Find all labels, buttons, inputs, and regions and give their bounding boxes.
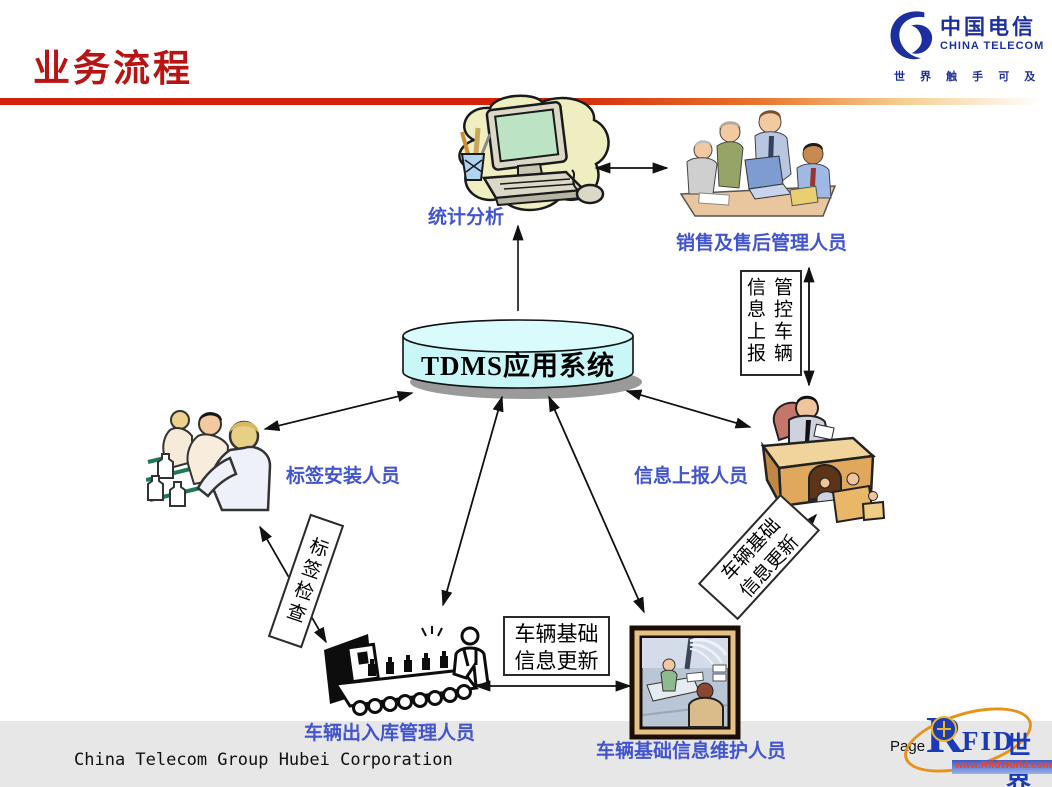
tag-check-text: 标签检查: [280, 533, 331, 628]
label-stats: 统计分析: [428, 207, 505, 228]
tdms-system-cylinder: TDMS应用系统: [393, 314, 643, 406]
flow-box-control-report: 管控车辆 信息上报: [740, 270, 802, 376]
rfid-globe-icon: [931, 716, 957, 742]
logo-name-cn: 中国电信: [940, 16, 1036, 39]
label-sales: 销售及售后管理人员: [676, 233, 848, 254]
rfid-url-bar: [952, 760, 1052, 774]
rfid-logo-fid: FID: [962, 726, 1015, 756]
rfid-logo-world: 世界网: [1006, 732, 1032, 787]
label-info-report: 信息上报人员: [634, 466, 749, 487]
maintenance-picture-clipart: [629, 625, 741, 740]
computer-clipart: [458, 94, 610, 212]
sales-team-clipart: [679, 110, 837, 217]
tdms-system-label: TDMS应用系统: [420, 351, 615, 381]
label-maintenance: 车辆基础信息维护人员: [596, 741, 787, 762]
rfid-url-text: www.RfidWorld.com.cn: [955, 760, 1052, 771]
logo-name-en: CHINA TELECOM: [940, 40, 1045, 52]
update-center-line2: 信息更新: [514, 649, 599, 673]
tag-installers-clipart: [146, 410, 272, 512]
control-box-col-right: 管控车辆: [771, 277, 792, 365]
label-tag-install: 标签安装人员: [286, 466, 401, 487]
china-telecom-swirl-icon: [890, 11, 933, 60]
logo-slogan: 世 界 触 手 可 及: [894, 71, 1042, 83]
page-title: 业务流程: [33, 48, 193, 89]
desk-manager-clipart: [760, 395, 885, 524]
label-warehouse: 车辆出入库管理人员: [304, 723, 476, 744]
rfid-world-logo: R FID 世界网 www.RfidWorld.com.cn: [896, 694, 1052, 787]
control-box-col-left: 信息上报: [744, 277, 765, 365]
flow-box-update-center: 车辆基础 信息更新: [503, 616, 610, 676]
footer-band: [0, 721, 1052, 787]
update-center-line1: 车辆基础: [514, 622, 599, 646]
conveyor-line-clipart: [324, 626, 490, 716]
footer-company-text: China Telecom Group Hubei Corporation: [74, 750, 453, 770]
china-telecom-logo: 中国电信 CHINA TELECOM 世 界 触 手 可 及: [886, 6, 1048, 94]
page-number-label: Page: [890, 738, 926, 755]
